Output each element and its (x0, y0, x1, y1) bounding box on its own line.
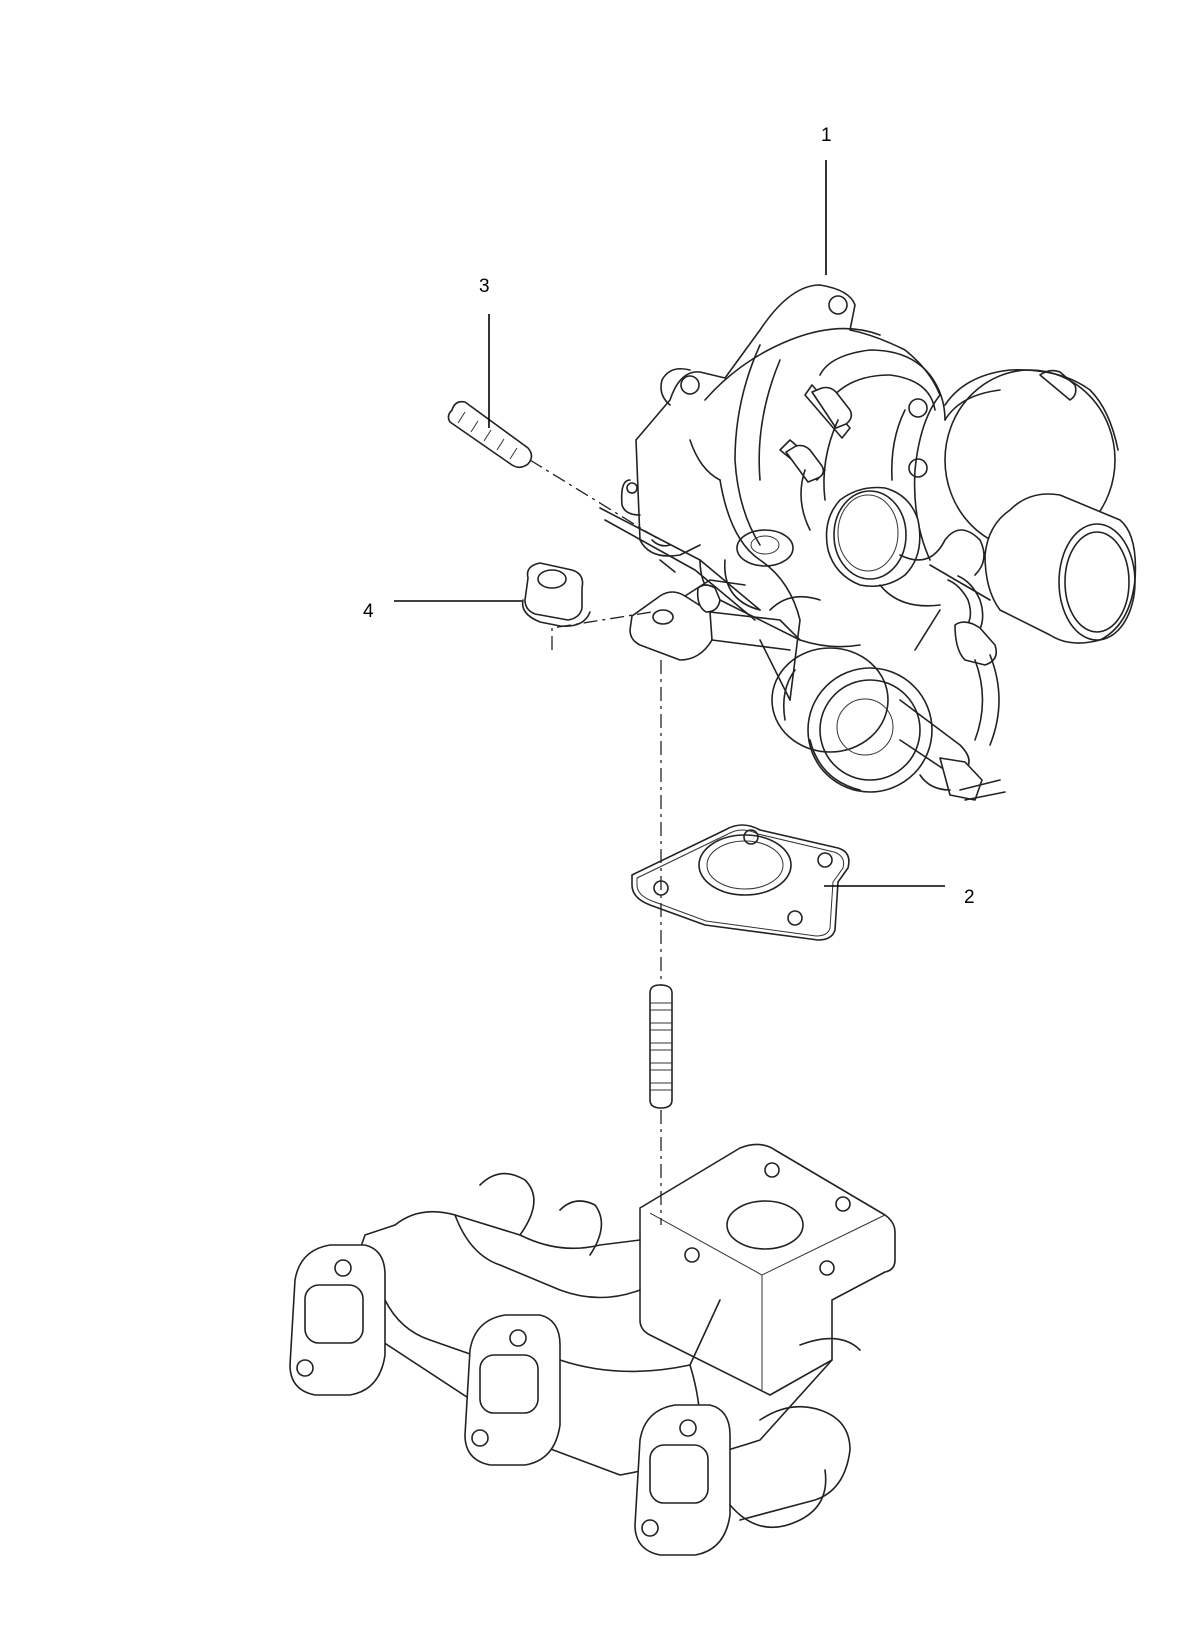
flange-nut (521, 562, 591, 628)
callout-1: 1 (821, 125, 832, 146)
callout-3: 3 (479, 276, 490, 297)
callout-4: 4 (363, 601, 374, 622)
callout-2: 2 (964, 887, 975, 908)
callout-leaders (394, 160, 945, 887)
exhaust-manifold (289, 1143, 896, 1556)
callout-numbers: 1 2 3 4 (363, 125, 975, 908)
turbocharger (599, 284, 1137, 801)
gasket (631, 824, 850, 941)
manifold-stud (649, 984, 673, 1109)
turbo-stud (447, 400, 533, 469)
assembly-centerlines (529, 459, 662, 1225)
